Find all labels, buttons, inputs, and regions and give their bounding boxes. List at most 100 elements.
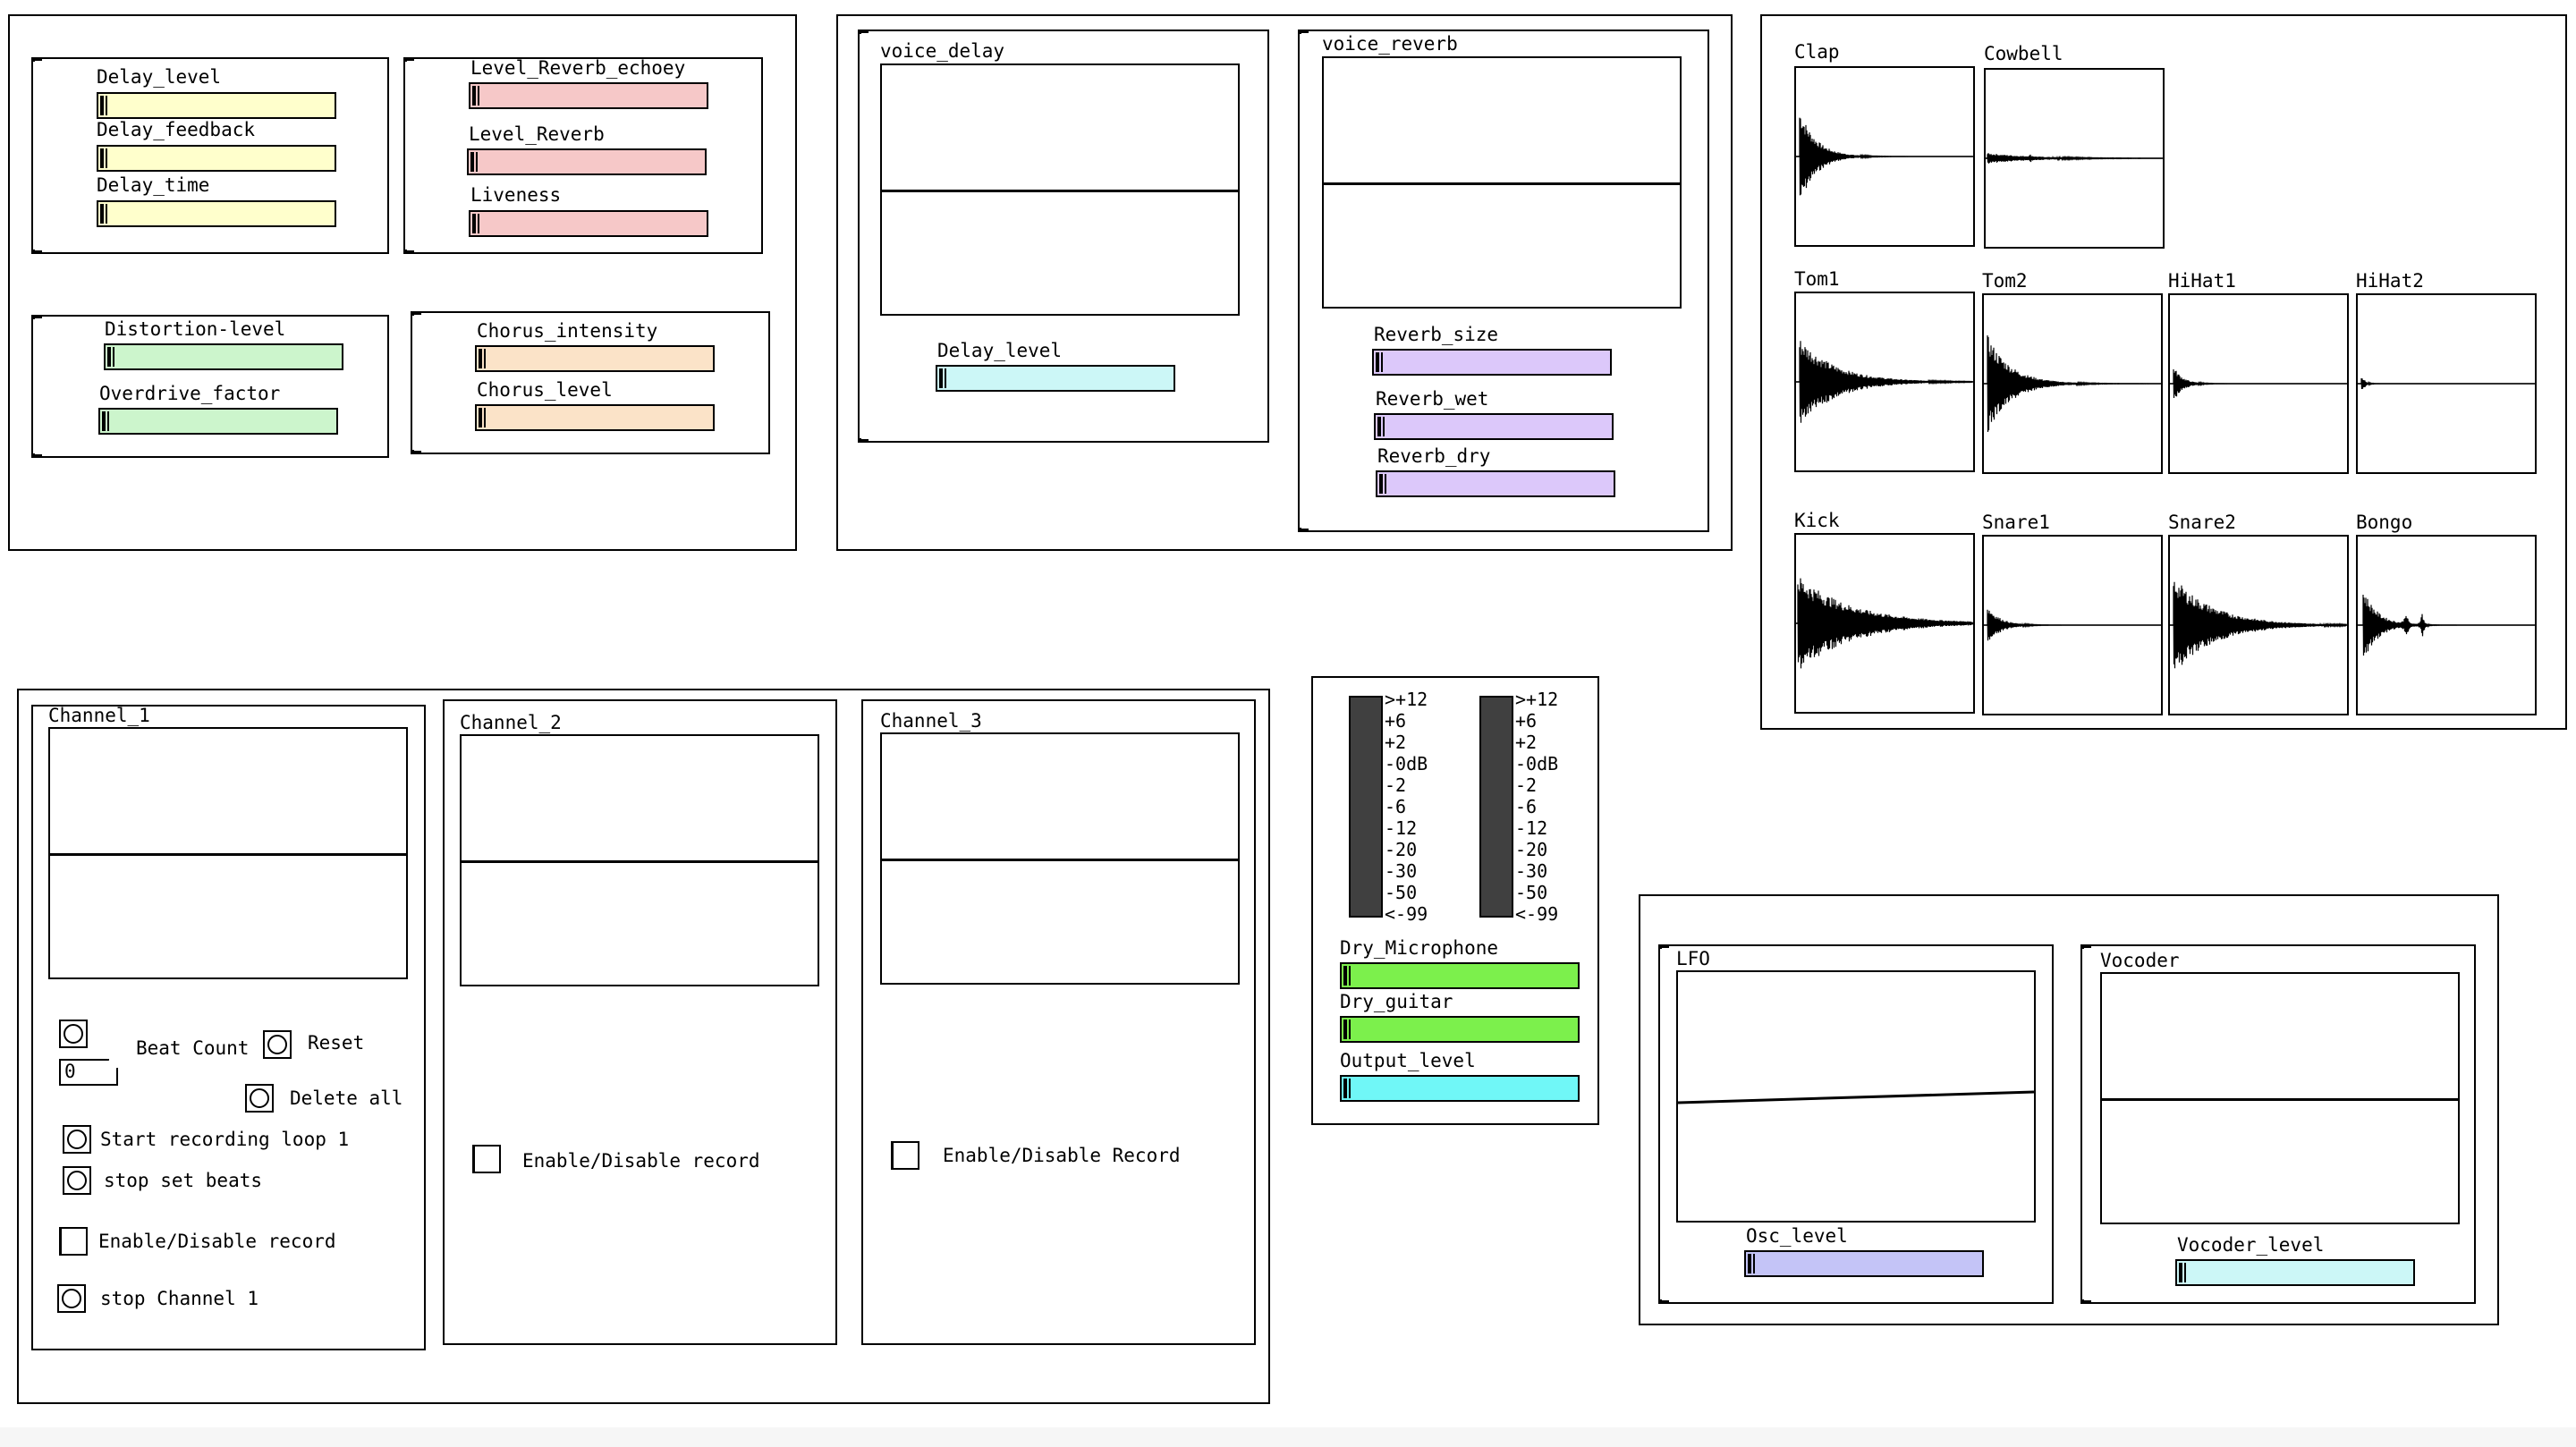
sample-array-tom2[interactable] [1982,293,2163,474]
chorus-intensity-slider[interactable] [475,345,715,372]
dry-microphone-label: Dry_Microphone [1340,937,1499,959]
distortion-level-label: Distortion-level [105,318,286,340]
sample-label-hihat1: HiHat1 [2168,270,2236,292]
stop-beats-label: stop set beats [104,1170,263,1191]
sample-wave-cowbell [1986,153,2163,164]
distortion-level-slider[interactable] [104,343,343,370]
voice-delay-array[interactable] [880,63,1240,316]
channel-1-array[interactable] [48,727,408,979]
chorus-intensity-label: Chorus_intensity [477,320,658,342]
sample-wave-clap [1796,117,1973,196]
channel-2-array[interactable] [460,734,819,986]
channel-1-record-label: Enable/Disable record [98,1231,336,1252]
sample-label-snare2: Snare2 [2168,512,2236,533]
channel-2-label: Channel_2 [460,712,562,733]
sample-array-clap[interactable] [1794,66,1975,247]
reverb-wet-slider[interactable] [1374,413,1614,440]
sample-wave-snare2 [2170,581,2347,669]
channel-3-array[interactable] [880,732,1240,985]
sample-label-hihat2: HiHat2 [2356,270,2424,292]
sample-array-hihat2[interactable] [2356,293,2537,474]
level-reverb-echoey-label: Level_Reverb_echoey [470,57,686,79]
sample-array-snare1[interactable] [1982,535,2163,715]
sample-label-kick: Kick [1794,510,1840,531]
delay-time-label: Delay_time [97,174,210,196]
output-level-label: Output_level [1340,1050,1476,1071]
level-reverb-echoey-slider[interactable] [469,82,708,109]
chorus-level-label: Chorus_level [477,379,613,401]
start-recording-label: Start recording loop 1 [100,1129,350,1150]
sample-array-snare2[interactable] [2168,535,2349,715]
overdrive-factor-slider[interactable] [98,408,338,435]
sample-label-bongo: Bongo [2356,512,2413,533]
voice-reverb-array[interactable] [1322,56,1682,309]
dry-microphone-slider[interactable] [1340,962,1580,989]
channel-3-record-toggle[interactable] [891,1141,919,1170]
channel-1-record-toggle[interactable] [59,1227,88,1256]
voice-delay-level-slider[interactable] [936,365,1175,392]
sample-label-clap: Clap [1794,41,1840,63]
lfo-array[interactable] [1676,970,2036,1223]
sample-wave-tom2 [1984,334,2161,433]
voice-delay-array-label: voice_delay [880,40,1005,62]
voice-reverb-array-label: voice_reverb [1322,33,1458,55]
channel-2-record-toggle[interactable] [472,1145,501,1173]
beat-count-bang[interactable] [59,1020,88,1048]
vu-meter-right [1479,696,1513,918]
dry-guitar-label: Dry_guitar [1340,991,1453,1012]
delete-all-bang[interactable] [245,1084,274,1113]
reset-bang[interactable] [263,1030,292,1059]
reverb-size-slider[interactable] [1372,349,1612,376]
vocoder-level-label: Vocoder_level [2177,1234,2325,1256]
vu-meter-left [1349,696,1383,918]
stop-channel-1-label: stop Channel 1 [100,1288,259,1309]
liveness-label: Liveness [470,184,562,206]
delay-feedback-slider[interactable] [97,145,336,172]
delay-feedback-label: Delay_feedback [97,119,256,140]
beat-count-label: Beat Count [136,1037,250,1059]
channel-1-label: Channel_1 [48,705,150,726]
lfo-wave [1678,1090,2034,1104]
overdrive-factor-label: Overdrive_factor [99,383,281,404]
level-reverb-slider[interactable] [467,148,707,175]
osc-level-slider[interactable] [1744,1250,1984,1277]
reverb-wet-label: Reverb_wet [1376,388,1489,410]
sample-label-snare1: Snare1 [1982,512,2050,533]
delay-level-label: Delay_level [97,66,222,88]
vocoder-array[interactable] [2100,972,2460,1224]
output-level-slider[interactable] [1340,1075,1580,1102]
sample-array-cowbell[interactable] [1984,68,2165,249]
delete-all-label: Delete all [290,1087,403,1109]
reverb-size-label: Reverb_size [1374,324,1499,345]
sample-array-kick[interactable] [1794,533,1975,714]
beat-count-number[interactable]: 0 [59,1059,118,1086]
channel-2-record-label: Enable/Disable record [522,1150,760,1172]
start-recording-bang[interactable] [63,1125,91,1154]
reverb-dry-label: Reverb_dry [1377,445,1491,467]
chorus-level-slider[interactable] [475,404,715,431]
vocoder-level-slider[interactable] [2175,1259,2415,1286]
sample-label-tom1: Tom1 [1794,268,1840,290]
dry-guitar-slider[interactable] [1340,1016,1580,1043]
stop-channel-1-bang[interactable] [57,1284,86,1313]
lfo-array-label: LFO [1676,948,1710,969]
sample-array-tom1[interactable] [1794,292,1975,472]
reverb-dry-slider[interactable] [1376,470,1615,497]
reset-label: Reset [308,1032,365,1054]
sample-wave-tom1 [1796,341,1973,423]
vu-scale-right: >+12 +6 +2 -0dB -2 -6 -12 -20 -30 -50 <-… [1515,689,1559,925]
sample-array-hihat1[interactable] [2168,293,2349,474]
liveness-slider[interactable] [469,210,708,237]
delay-time-slider[interactable] [97,200,336,227]
channel-3-label: Channel_3 [880,710,982,732]
osc-level-label: Osc_level [1746,1225,1848,1247]
sample-label-tom2: Tom2 [1982,270,2028,292]
sample-wave-hihat1 [2170,368,2347,399]
sample-wave-hihat2 [2358,377,2535,390]
delay-level-slider[interactable] [97,92,336,119]
sample-wave-kick [1796,578,1973,669]
sample-label-cowbell: Cowbell [1984,43,2063,64]
sample-wave-snare1 [1984,609,2161,641]
stop-beats-bang[interactable] [63,1166,91,1195]
sample-array-bongo[interactable] [2356,535,2537,715]
